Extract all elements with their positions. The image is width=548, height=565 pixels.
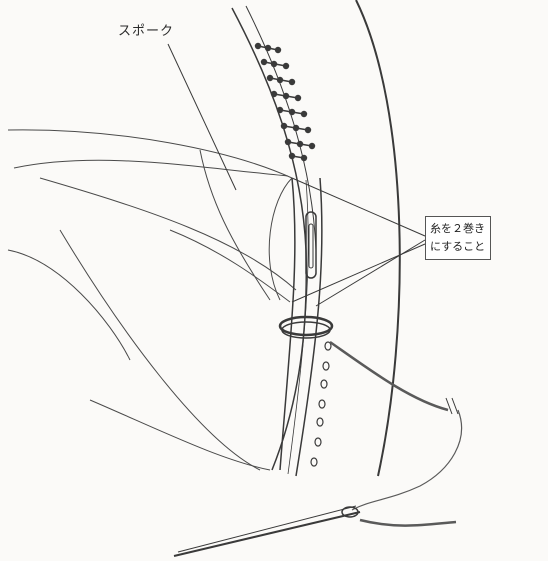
spoke-long-left — [8, 250, 130, 360]
spoke-upper-2 — [14, 160, 288, 176]
callout-text-line1: 糸を２巻き — [430, 220, 486, 238]
thread-continue — [352, 410, 462, 510]
callout-text-line2: にすること — [430, 238, 486, 256]
callout-leader-lower — [292, 244, 425, 302]
needle — [174, 512, 360, 556]
spoke-label: スポーク — [118, 20, 174, 39]
spoke-long-curve — [60, 230, 260, 470]
callout-leader-mid — [316, 240, 425, 306]
needle-eye — [342, 507, 358, 517]
strip-right-edge — [296, 178, 322, 476]
spoke-cone-right — [269, 178, 292, 300]
strip-slot-inner — [309, 224, 313, 268]
spoke-upper — [8, 130, 292, 178]
spoke-lower — [170, 230, 290, 302]
spoke-cone-left — [200, 150, 270, 300]
stitch-holes — [311, 342, 331, 466]
thread-break-mark — [446, 398, 458, 414]
callout-box: 糸を２巻き にすること — [425, 216, 491, 260]
rim-inner-arc-2 — [246, 6, 316, 250]
spoke-body — [40, 178, 296, 290]
rim-outer-arc — [356, 0, 400, 476]
stitch-row-top — [255, 43, 315, 161]
thread-tail — [360, 520, 456, 526]
spoke-leader-line — [168, 44, 236, 190]
thread-main — [330, 342, 448, 410]
needle-edge — [178, 506, 356, 552]
thread-wrap-loop — [280, 317, 332, 335]
